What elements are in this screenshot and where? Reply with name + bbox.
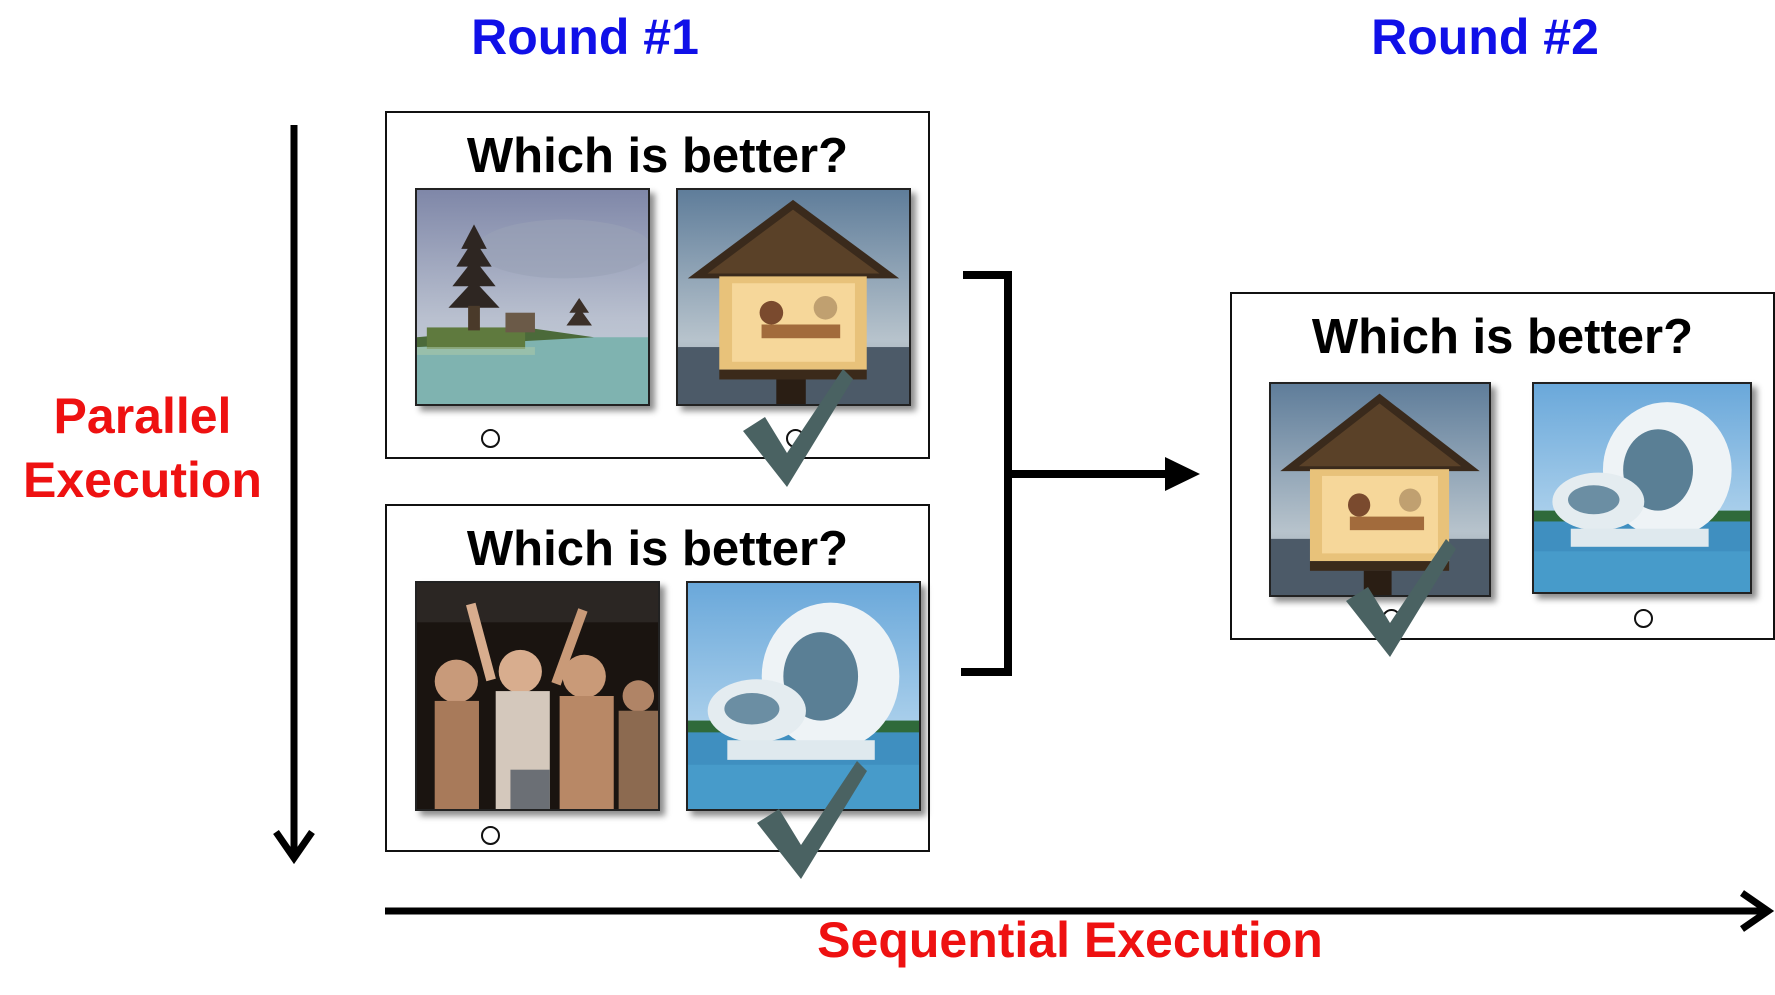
parallel-arrowhead <box>273 830 315 865</box>
round1-bottom-panel: Which is better? <box>385 504 930 879</box>
sequential-arrowhead <box>1740 890 1775 932</box>
temple-on-lake-image[interactable] <box>415 188 650 406</box>
round-1-title: Round #1 <box>471 9 699 65</box>
round1-top-panel: Which is better? <box>385 111 930 487</box>
futuristic-building-image[interactable] <box>686 581 921 811</box>
checkmark-icon <box>1346 539 1456 657</box>
parallel-execution-label: Parallel Execution <box>0 384 285 512</box>
radio-option-right[interactable] <box>1634 609 1653 628</box>
beach-hut-dinner-image[interactable] <box>1269 382 1491 597</box>
merge-bracket <box>961 271 1012 676</box>
sequential-execution-label: Sequential Execution <box>817 912 1323 968</box>
parallel-label-line1: Parallel <box>53 388 232 444</box>
beach-hut-dinner-image[interactable] <box>676 188 911 406</box>
round-2-title: Round #2 <box>1371 9 1599 65</box>
futuristic-building-image[interactable] <box>1532 382 1752 594</box>
round1-top-question: Which is better? <box>466 129 849 183</box>
party-crowd-image[interactable] <box>415 581 660 811</box>
radio-option-left[interactable] <box>481 429 500 448</box>
round2-question: Which is better? <box>1311 310 1694 364</box>
round1-bottom-question: Which is better? <box>466 522 849 576</box>
parallel-label-line2: Execution <box>23 452 262 508</box>
checkmark-icon <box>743 369 853 487</box>
merge-arrowhead <box>1165 457 1200 491</box>
round2-panel: Which is better? <box>1230 292 1775 657</box>
radio-option-left[interactable] <box>481 826 500 845</box>
checkmark-icon <box>757 761 867 879</box>
